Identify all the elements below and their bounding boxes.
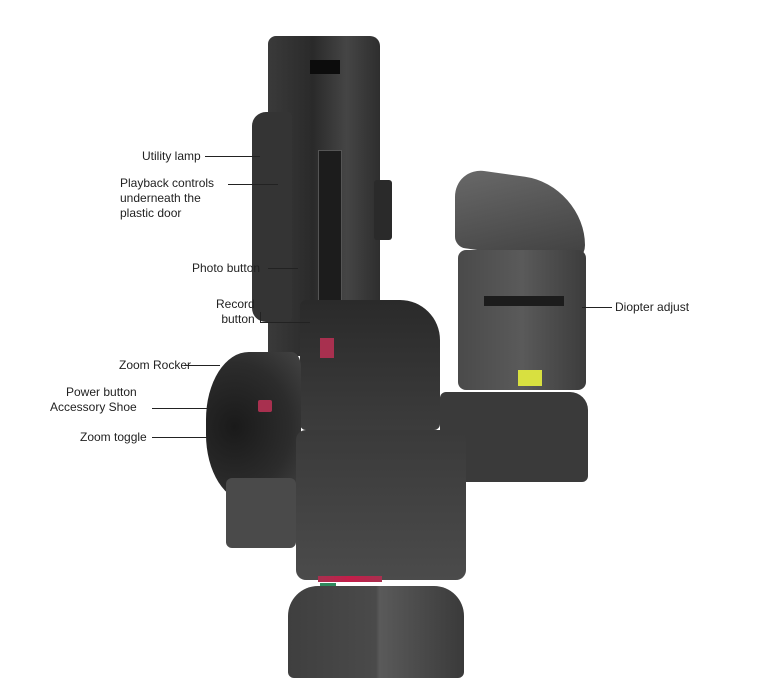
label-playback-controls: Playback controls underneath the plastic… [120,176,214,221]
leader-zoom-toggle [152,437,208,438]
camera-slot-panel [318,150,342,312]
label-line: Playback controls [120,176,215,190]
label-power-button-shoe: Power button Accessory Shoe [50,385,137,415]
record-button-graphic [320,338,334,358]
leader-power-button-shoe [152,408,208,409]
label-photo-button: Photo button [192,261,261,275]
label-line: Record [216,297,255,311]
lens-barrel-lower [226,478,296,548]
leader-photo-button [268,268,298,269]
leader-record-button-v [260,312,261,322]
leader-diopter-adjust [582,307,612,308]
diopter-slot [484,296,564,306]
viewfinder-barrel [458,250,586,390]
power-button-graphic [258,400,272,412]
base-accent-stripe [318,576,382,582]
label-line: Power button [66,385,137,399]
label-record-button: Record button [216,297,255,327]
base-accent-stripe-green [320,583,336,588]
camera-lower-body [296,430,466,580]
label-diopter-adjust: Diopter adjust [615,300,690,314]
camera-mid-body [300,300,440,430]
leader-playback-controls [228,184,278,185]
leader-record-button-h [260,322,310,323]
camera-strap-buckle [374,180,392,240]
label-line: button [221,312,255,326]
label-line: plastic door [120,206,182,220]
leader-zoom-rocker [184,365,220,366]
label-line: underneath the [120,191,201,205]
label-utility-lamp: Utility lamp [142,149,201,163]
camera-base [288,586,464,678]
label-zoom-toggle: Zoom toggle [80,430,147,444]
label-line: Accessory Shoe [50,400,137,414]
leader-utility-lamp [205,156,260,157]
camera-side-grip [252,112,292,322]
camera-top-window [310,60,340,74]
label-zoom-rocker: Zoom Rocker [119,358,192,372]
lens-ring [206,352,301,502]
viewfinder-label-yellow [518,370,542,386]
